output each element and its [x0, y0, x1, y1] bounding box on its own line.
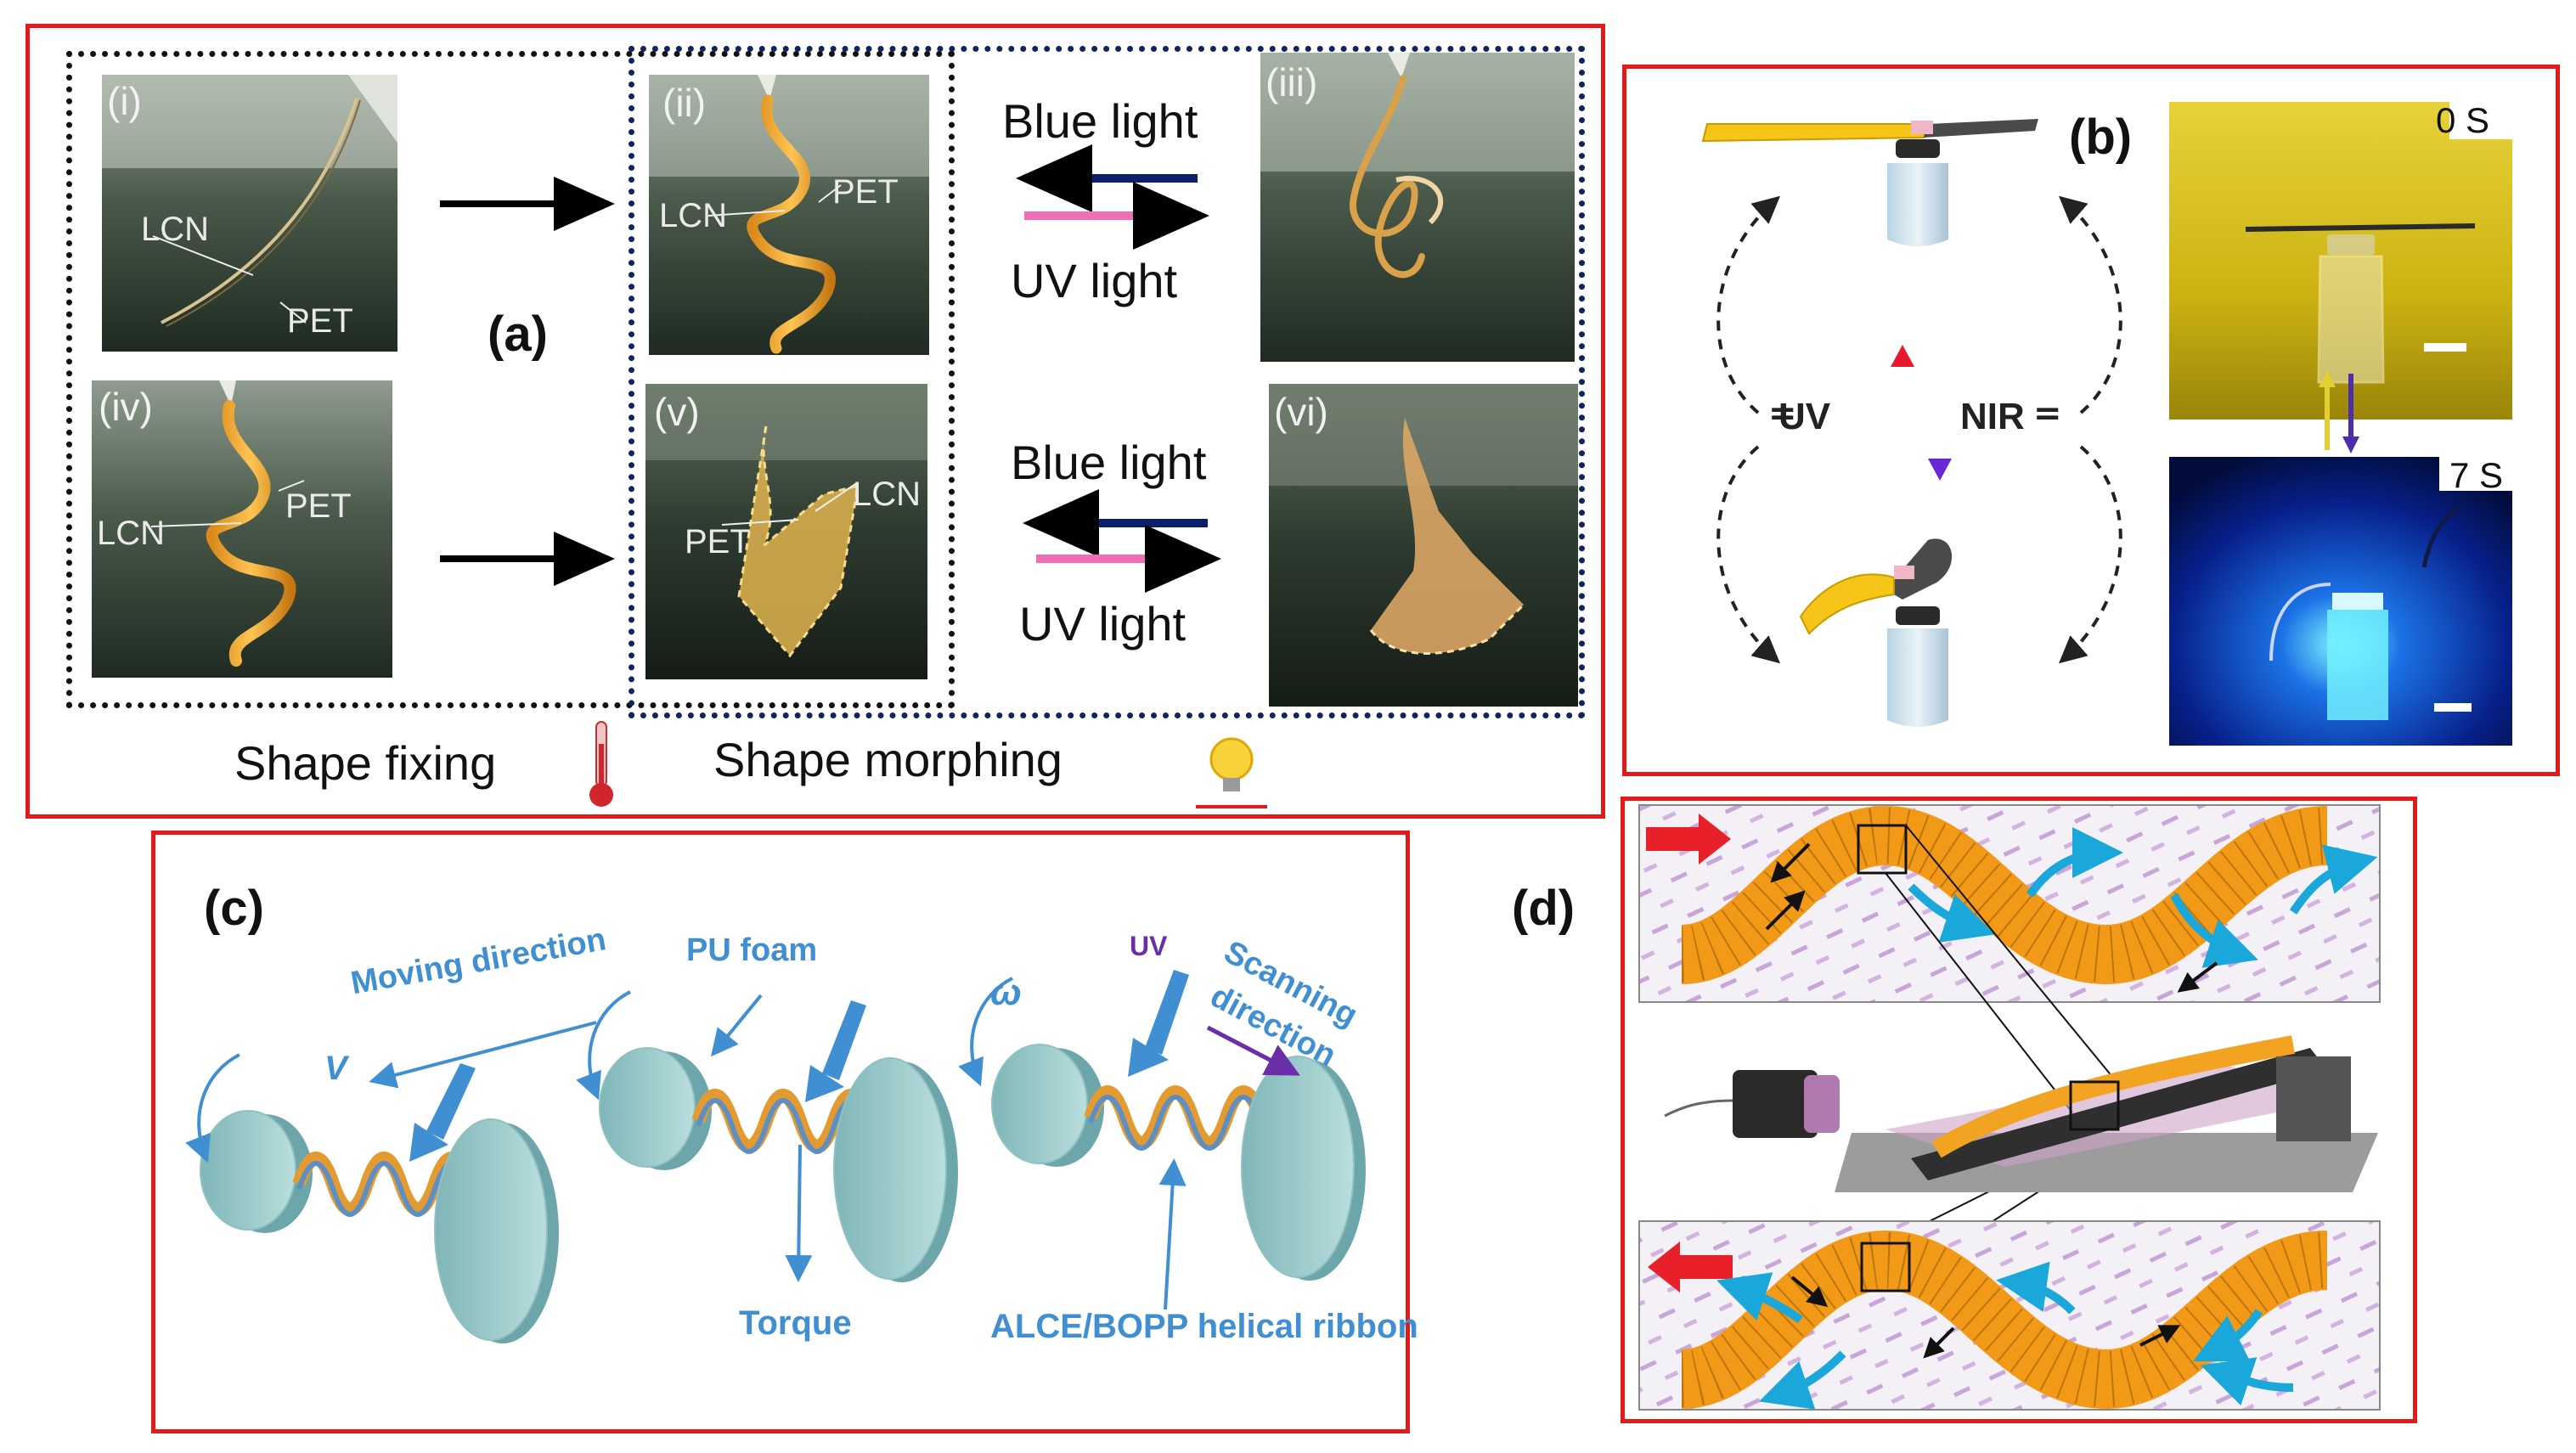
label-vi: (vi)	[1274, 390, 1328, 434]
panel-d-tag: (d)	[1512, 881, 1575, 936]
label-lcn-v: LCN	[853, 476, 922, 513]
velocity-label: V	[324, 1050, 347, 1087]
label-pet-ii: PET	[832, 173, 899, 211]
shape-morphing-dotted-frame	[628, 46, 1585, 718]
blue-light-label-top: Blue light	[1002, 94, 1198, 148]
panel-d-schematic	[1638, 804, 2381, 1411]
panel-c-frame	[151, 831, 1410, 1433]
uv-light-label-bottom: UV light	[1019, 597, 1187, 650]
label-pet-i: PET	[287, 302, 353, 340]
label-ii: (ii)	[662, 81, 707, 125]
photo-b-7s	[2169, 457, 2512, 746]
time-0s: 0 S	[2436, 100, 2490, 140]
thermometer-icon	[589, 721, 613, 807]
uv-light-label-top: UV light	[1011, 254, 1178, 307]
panel-a-tag: (a)	[488, 307, 548, 362]
panel-b-tag: (b)	[2069, 110, 2133, 165]
shape-morphing-label: Shape morphing	[713, 733, 1063, 786]
svg-text:=: =	[1768, 394, 1797, 433]
panel-c-tag: (c)	[204, 881, 264, 936]
label-iv: (iv)	[99, 385, 153, 429]
svg-text:=: =	[2033, 394, 2062, 433]
photo-v	[645, 384, 927, 679]
panel-c-schematic	[185, 970, 1366, 1343]
label-v: (v)	[654, 390, 700, 434]
photo-b-0s	[2169, 102, 2512, 420]
helical-ribbon-label: ALCE/BOPP helical ribbon	[990, 1308, 1418, 1345]
swap-arrows-b	[2319, 370, 2359, 453]
photo-vi	[1269, 384, 1578, 707]
label-lcn-iv: LCN	[97, 515, 166, 552]
photo-i	[102, 75, 397, 352]
panel-b-schematic: = =	[1701, 119, 2122, 727]
label-pet-iv: PET	[285, 487, 352, 525]
omega-label: ω	[990, 971, 1022, 1013]
label-iii: (iii)	[1265, 60, 1318, 104]
label-lcn-ii: LCN	[659, 197, 728, 234]
panel-a-frame	[25, 24, 1605, 819]
time-7s: 7 S	[2449, 455, 2504, 495]
panel-b-frame	[1622, 65, 2560, 776]
shape-fixing-dotted-frame	[66, 51, 955, 708]
blue-light-label-bottom: Blue light	[1011, 436, 1207, 489]
label-pet-v: PET	[685, 523, 751, 560]
photo-iv	[92, 380, 392, 678]
nir-label-b: NIR	[1960, 396, 2025, 437]
uv-label-b: UV	[1778, 396, 1831, 437]
photo-iii	[1260, 53, 1575, 362]
panel-d-frame	[1621, 797, 2417, 1423]
label-i: (i)	[107, 79, 142, 123]
shape-fixing-label: Shape fixing	[234, 736, 497, 790]
photo-ii	[649, 75, 929, 355]
label-lcn-i: LCN	[141, 211, 210, 248]
torque-label: Torque	[739, 1304, 852, 1342]
uv-label-c: UV	[1130, 931, 1168, 961]
pu-foam-label: PU foam	[686, 932, 818, 968]
light-bulb-icon	[1196, 737, 1267, 808]
